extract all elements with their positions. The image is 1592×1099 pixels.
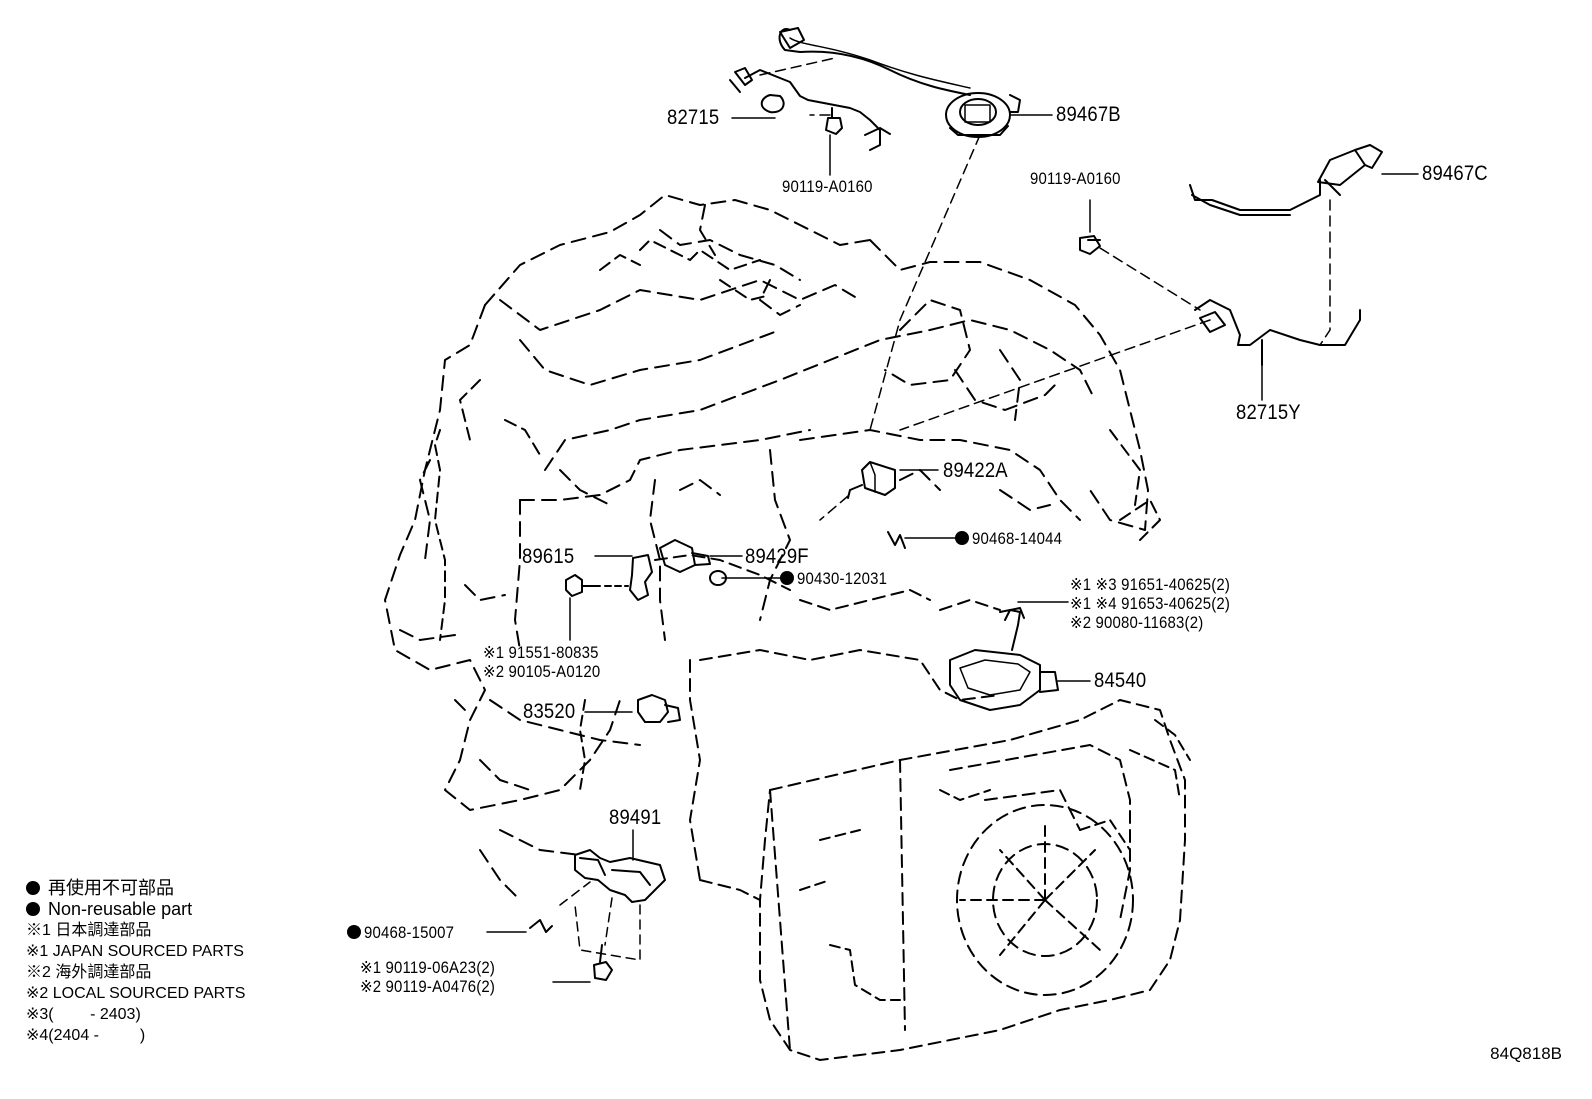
non-reusable-markers bbox=[347, 531, 969, 939]
part-82715-bracket bbox=[729, 67, 891, 151]
label-84540: 84540 bbox=[1094, 669, 1147, 692]
label-89429F: 89429F bbox=[745, 545, 809, 568]
part-90119-top-bolt bbox=[825, 107, 843, 135]
legend-line-3: ※1 日本調達部品 bbox=[26, 922, 152, 939]
part-89615 bbox=[565, 554, 653, 601]
label-91551-80835: ※1 91551-80835 bbox=[483, 643, 599, 662]
label-89491: 89491 bbox=[609, 806, 662, 829]
label-90105-A0120: ※2 90105-A0120 bbox=[483, 662, 601, 681]
label-90119-A0160-right: 90119-A0160 bbox=[1030, 169, 1121, 188]
part-89422A bbox=[847, 461, 896, 499]
legend-line-1: 再使用不可部品 bbox=[26, 878, 245, 899]
legend-line-4: ※1 JAPAN SOURCED PARTS bbox=[26, 943, 244, 960]
label-91653-40625: ※1 ※4 91653-40625(2) bbox=[1070, 594, 1231, 613]
label-90119-A0160-top: 90119-A0160 bbox=[782, 177, 873, 196]
label-82715: 82715 bbox=[667, 106, 720, 129]
label-89422A: 89422A bbox=[943, 459, 1008, 482]
leader-lines bbox=[486, 114, 1419, 983]
label-90119-06A23: ※1 90119-06A23(2) bbox=[360, 958, 496, 977]
label-89467B: 89467B bbox=[1056, 103, 1121, 126]
label-89467C: 89467C bbox=[1422, 162, 1488, 185]
label-82715Y: 82715Y bbox=[1236, 401, 1301, 424]
legend: 再使用不可部品 Non-reusable part ※1 日本調達部品 ※1 J… bbox=[26, 878, 245, 1046]
legend-line-7: ※3( - 2403) bbox=[26, 1006, 141, 1023]
intake-detail bbox=[459, 239, 1161, 611]
diagram-code: 84Q818B bbox=[1490, 1044, 1562, 1063]
label-90119-A0476: ※2 90119-A0476(2) bbox=[360, 977, 496, 996]
label-90468-14044: 90468-14044 bbox=[972, 529, 1063, 548]
transaxle bbox=[689, 649, 1191, 1061]
legend-line-2: Non-reusable part bbox=[26, 899, 245, 920]
dipstick-tube bbox=[434, 429, 446, 641]
part-84540 bbox=[949, 607, 1059, 711]
guide-89422A bbox=[819, 495, 849, 521]
part-90119-right-bolt bbox=[1079, 235, 1101, 255]
filled-circle-icon bbox=[26, 881, 40, 895]
engine-outline bbox=[384, 194, 1149, 901]
part-89429F bbox=[659, 539, 727, 586]
part-89467C bbox=[1189, 144, 1383, 216]
part-89491 bbox=[574, 849, 666, 903]
part-83520 bbox=[637, 694, 681, 723]
guide-line-right bbox=[899, 199, 1331, 431]
label-91651-40625: ※1 ※3 91651-40625(2) bbox=[1070, 575, 1231, 594]
part-90468-14044 bbox=[887, 531, 906, 549]
label-89615: 89615 bbox=[522, 545, 575, 568]
label-90468-15007: 90468-15007 bbox=[364, 923, 455, 942]
dipstick-tube-lower bbox=[579, 699, 586, 791]
legend-line-8: ※4(2404 - ) bbox=[26, 1027, 146, 1044]
label-90430-12031: 90430-12031 bbox=[797, 569, 888, 588]
legend-line-6: ※2 LOCAL SOURCED PARTS bbox=[26, 985, 246, 1002]
label-90080-11683: ※2 90080-11683(2) bbox=[1070, 613, 1204, 632]
guide-line-top bbox=[759, 57, 981, 431]
part-90468-15007-clip bbox=[529, 919, 553, 933]
label-83520: 83520 bbox=[523, 700, 576, 723]
part-89467B bbox=[778, 27, 1021, 138]
part-90119-bolt-lower bbox=[593, 944, 613, 981]
guide-89491 bbox=[559, 881, 641, 961]
legend-line-5: ※2 海外調達部品 bbox=[26, 964, 152, 981]
part-82715Y-bracket bbox=[1194, 299, 1361, 366]
filled-circle-icon bbox=[26, 902, 40, 916]
